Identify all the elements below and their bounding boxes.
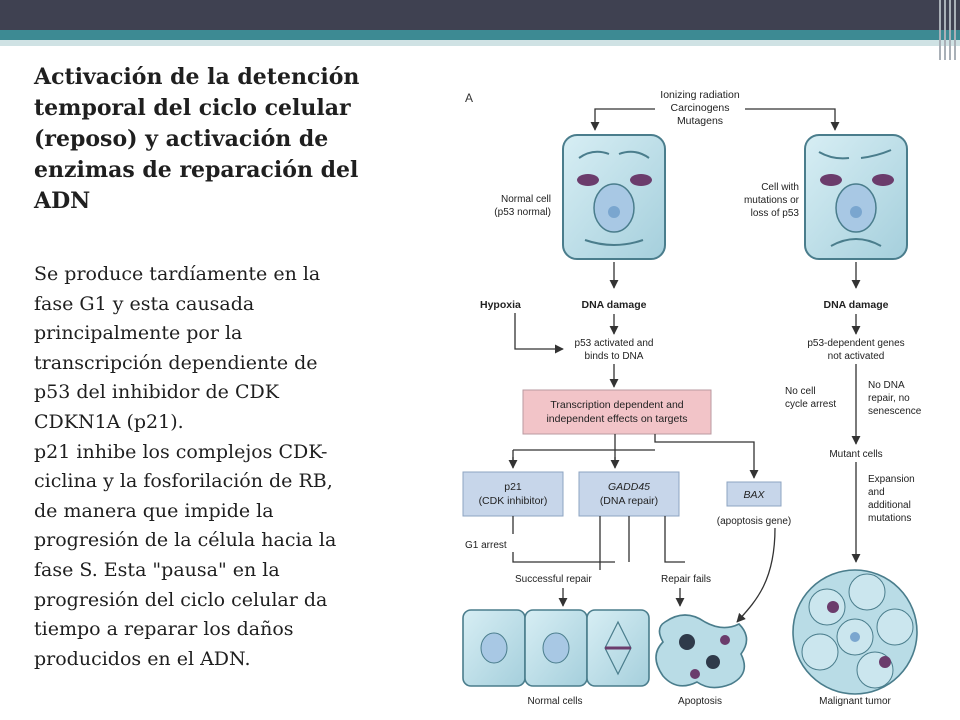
transcription-line-1: Transcription dependent and (550, 399, 683, 411)
normal-cell-label-1: Normal cell (501, 194, 551, 205)
normal-cell-illustration (562, 134, 666, 260)
mutant-cell-illustration (804, 134, 908, 260)
p21-line-2: (CDK inhibitor) (479, 495, 548, 507)
no-arrest-2: cycle arrest (785, 399, 836, 410)
dna-damage-left-label: DNA damage (582, 299, 647, 311)
source-label-2: Carcinogens (671, 102, 730, 114)
bax-label: BAX (743, 489, 765, 501)
gadd45-line-2: (DNA repair) (600, 495, 658, 507)
repair-fails-label: Repair fails (661, 574, 711, 585)
mutant-cell-label-3: loss of p53 (751, 208, 800, 219)
mutant-cell-label-1: Cell with (761, 182, 799, 193)
header-bar (0, 0, 960, 30)
arrow-to-normal-cell (590, 108, 655, 131)
normal-cells-illustration (462, 609, 650, 687)
source-label-1: Ionizing radiation (660, 89, 740, 101)
normal-cells-label: Normal cells (527, 696, 582, 707)
bax-box (726, 481, 782, 507)
expansion-4: mutations (868, 513, 911, 524)
arrow-to-mutant-cell (745, 108, 840, 131)
no-repair-3: senescence (868, 406, 922, 417)
malignant-tumor-illustration (792, 569, 918, 695)
p21-box (462, 471, 564, 517)
p53-activated-1: p53 activated and (575, 338, 654, 349)
slide-body-text: Se produce tardíamente en la fase G1 y e… (34, 263, 337, 670)
successful-repair-label: Successful repair (515, 574, 592, 585)
expansion-2: and (868, 487, 885, 498)
apoptosis-illustration (655, 614, 748, 689)
gadd45-box (578, 471, 680, 517)
mutant-cell-label-2: mutations or (744, 195, 800, 206)
p53-not-activated-1: p53-dependent genes (807, 338, 904, 349)
no-arrest-1: No cell (785, 386, 816, 397)
p53-pathway-diagram: A Ionizing radiation Carcinogens Mutagen… (462, 89, 922, 707)
mutant-cells-label: Mutant cells (829, 449, 882, 460)
bax-note: (apoptosis gene) (717, 516, 792, 527)
panel-label: A (465, 91, 473, 105)
normal-cell-label-2: (p53 normal) (494, 207, 551, 218)
header-divider (0, 47, 570, 49)
p53-activated-2: binds to DNA (585, 351, 644, 362)
transcription-line-2: independent effects on targets (546, 413, 687, 425)
malignant-tumor-label: Malignant tumor (819, 696, 891, 707)
no-repair-1: No DNA (868, 380, 905, 391)
corner-decoration (932, 0, 960, 60)
no-repair-2: repair, no (868, 393, 910, 404)
apoptosis-label: Apoptosis (678, 696, 722, 707)
expansion-3: additional (868, 500, 911, 511)
source-label-3: Mutagens (677, 115, 723, 127)
p21-line-1: p21 (504, 481, 522, 493)
dna-damage-right-label: DNA damage (824, 299, 889, 311)
slide-title: Activación de la detención temporal del … (34, 64, 360, 214)
header-light-stripe (0, 40, 960, 46)
hypoxia-label: Hypoxia (480, 299, 521, 311)
transcription-box (522, 389, 712, 435)
g1-arrest-label: G1 arrest (465, 540, 507, 551)
header-accent-stripe (0, 30, 960, 40)
gadd45-line-1: GADD45 (608, 481, 650, 493)
p53-not-activated-2: not activated (828, 351, 885, 362)
expansion-1: Expansion (868, 474, 915, 485)
